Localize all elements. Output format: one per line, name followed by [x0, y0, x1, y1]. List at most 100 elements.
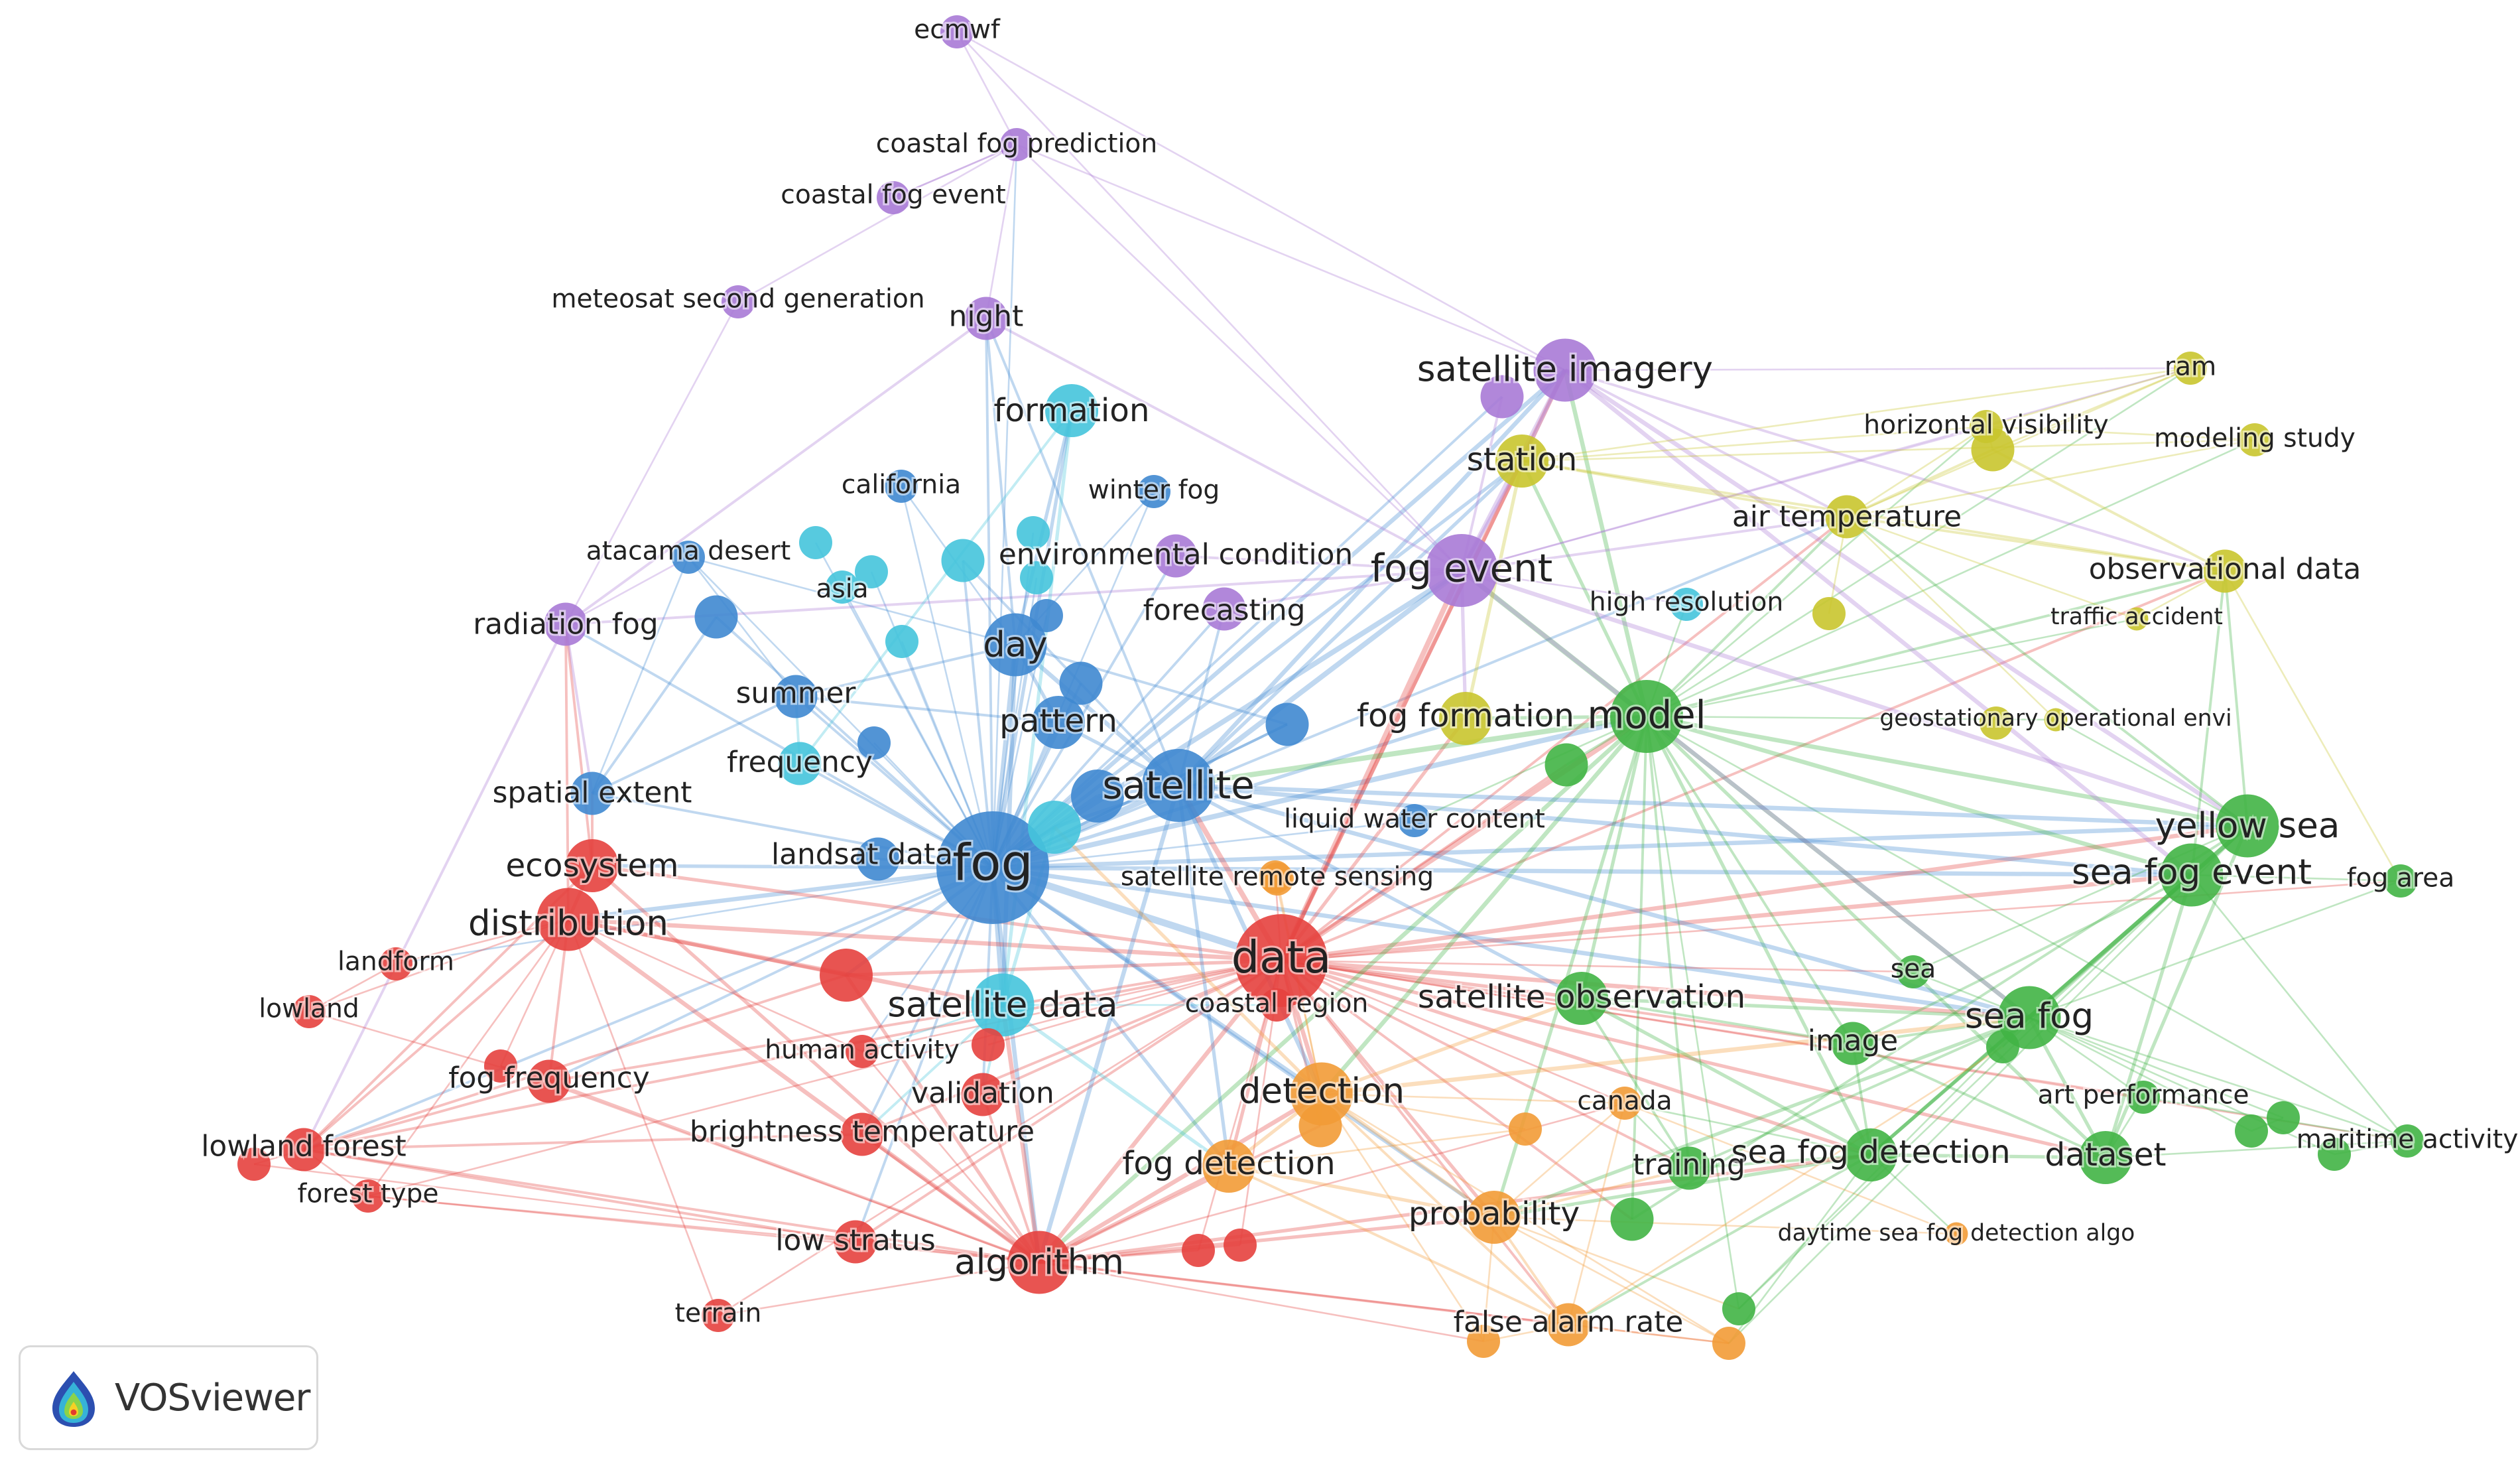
node-winter-fog[interactable]	[1137, 475, 1170, 508]
node-false-alarm-rate[interactable]	[1546, 1303, 1590, 1347]
node-frequency[interactable]	[778, 742, 822, 785]
node-air-temperature[interactable]	[1825, 495, 1869, 539]
node-u-p1[interactable]	[1480, 375, 1524, 419]
node-distribution[interactable]	[536, 888, 600, 951]
node-liquid-water-content[interactable]	[1398, 804, 1431, 837]
node-u-c4[interactable]	[1017, 516, 1050, 549]
node-radiation-fog[interactable]	[544, 602, 588, 646]
node-u-y1[interactable]	[1971, 428, 2015, 472]
node-u-b5[interactable]	[1030, 599, 1063, 632]
node-u-g7[interactable]	[1986, 1030, 2019, 1063]
node-summer[interactable]	[774, 675, 818, 718]
node-fog-formation[interactable]	[1439, 692, 1492, 745]
node-day[interactable]	[983, 613, 1047, 677]
node-algorithm[interactable]	[1007, 1231, 1071, 1294]
node-california[interactable]	[885, 470, 918, 503]
node-coastal-region[interactable]	[1260, 988, 1293, 1022]
node-probability[interactable]	[1468, 1191, 1521, 1244]
node-human-activity[interactable]	[846, 1035, 879, 1068]
node-coastal-fog-prediction[interactable]	[1000, 128, 1033, 161]
node-sea-fog-detection[interactable]	[1844, 1128, 1897, 1181]
node-u-r1[interactable]	[820, 949, 873, 1002]
node-dataset[interactable]	[2079, 1131, 2132, 1184]
node-u-g5[interactable]	[2267, 1101, 2300, 1134]
node-spatial-extent[interactable]	[570, 771, 614, 815]
node-training[interactable]	[1667, 1146, 1711, 1190]
node-landform[interactable]	[379, 947, 412, 980]
node-u-o3[interactable]	[1509, 1112, 1542, 1146]
node-data[interactable]	[1235, 914, 1328, 1007]
node-satellite-observation[interactable]	[1555, 972, 1608, 1025]
node-night[interactable]	[964, 297, 1008, 340]
node-ecmwf[interactable]	[940, 15, 974, 48]
node-coastal-fog-event[interactable]	[877, 181, 910, 214]
node-terrain[interactable]	[702, 1299, 735, 1332]
node-u-c2[interactable]	[855, 555, 888, 588]
node-fog[interactable]	[936, 811, 1049, 924]
node-u-b3[interactable]	[1059, 661, 1103, 705]
node-sea-fog[interactable]	[1997, 986, 2061, 1049]
node-fog-event[interactable]	[1425, 534, 1498, 607]
node-meteosat[interactable]	[722, 285, 755, 318]
node-u-r2[interactable]	[972, 1028, 1005, 1061]
node-ram[interactable]	[2174, 352, 2207, 385]
node-u-c6[interactable]	[941, 539, 985, 582]
node-fog-area[interactable]	[2384, 864, 2417, 898]
node-satellite[interactable]	[1142, 749, 1215, 822]
node-satellite-imagery[interactable]	[1533, 338, 1597, 402]
node-u-c3[interactable]	[885, 625, 918, 658]
node-ecosystem[interactable]	[566, 839, 619, 892]
node-u-r3[interactable]	[237, 1148, 271, 1181]
node-geostationary[interactable]	[2044, 708, 2068, 732]
node-forecasting[interactable]	[1202, 587, 1246, 631]
node-u-r4[interactable]	[484, 1049, 517, 1083]
node-u-b6[interactable]	[1265, 703, 1309, 746]
node-maritime-activity[interactable]	[2391, 1124, 2424, 1158]
node-image[interactable]	[1831, 1022, 1875, 1065]
node-fog-frequency[interactable]	[527, 1059, 571, 1103]
node-u-b2[interactable]	[694, 595, 738, 639]
node-u-o2[interactable]	[1259, 860, 1292, 894]
node-u-c5[interactable]	[1020, 561, 1053, 594]
node-station[interactable]	[1495, 435, 1548, 488]
node-brightness-temperature[interactable]	[840, 1112, 884, 1156]
node-u-b1[interactable]	[1071, 769, 1124, 823]
node-lowland-forest[interactable]	[282, 1128, 326, 1171]
node-traffic-accident[interactable]	[2125, 607, 2149, 631]
node-low-stratus[interactable]	[834, 1220, 877, 1264]
node-landsat-data[interactable]	[856, 837, 900, 881]
node-sea[interactable]	[1897, 955, 1930, 988]
node-u-g1[interactable]	[1544, 743, 1588, 787]
node-high-resolution[interactable]	[1670, 588, 1703, 621]
node-lowland[interactable]	[292, 995, 326, 1028]
node-fog-detection[interactable]	[1202, 1140, 1255, 1193]
node-u-c7[interactable]	[1028, 801, 1081, 854]
node-yellow-sea[interactable]	[2216, 794, 2279, 858]
node-u-g6[interactable]	[2235, 1114, 2268, 1148]
node-u-g4[interactable]	[2318, 1138, 2351, 1171]
node-satellite-data[interactable]	[971, 973, 1035, 1037]
node-u-y2[interactable]	[1812, 597, 1846, 630]
node-detection[interactable]	[1290, 1062, 1354, 1126]
node-sea-fog-event[interactable]	[2160, 843, 2224, 907]
node-model[interactable]	[1610, 680, 1683, 753]
node-u-g3[interactable]	[1722, 1292, 1755, 1325]
node-formation[interactable]	[1045, 384, 1098, 437]
node-modeling-study[interactable]	[2238, 423, 2271, 456]
node-pattern[interactable]	[1032, 696, 1085, 749]
node-u-r5[interactable]	[1182, 1234, 1215, 1267]
node-u-o5[interactable]	[1712, 1327, 1745, 1360]
node-observational-data[interactable]	[2203, 549, 2247, 593]
node-environmental-condition[interactable]	[1154, 534, 1198, 578]
node-u-c1[interactable]	[799, 526, 832, 559]
node-u-o4[interactable]	[1467, 1325, 1500, 1358]
node-daytime-algo[interactable]	[1944, 1222, 1968, 1246]
node-art-performance[interactable]	[2127, 1081, 2160, 1114]
node-forest-type[interactable]	[351, 1179, 385, 1213]
node-u-g2[interactable]	[1610, 1197, 1654, 1241]
node-u-y3[interactable]	[1980, 706, 2013, 740]
node-u-o1[interactable]	[1298, 1104, 1342, 1148]
node-atacama-desert[interactable]	[672, 541, 705, 574]
node-asia[interactable]	[826, 570, 859, 604]
node-u-b4[interactable]	[857, 726, 891, 760]
